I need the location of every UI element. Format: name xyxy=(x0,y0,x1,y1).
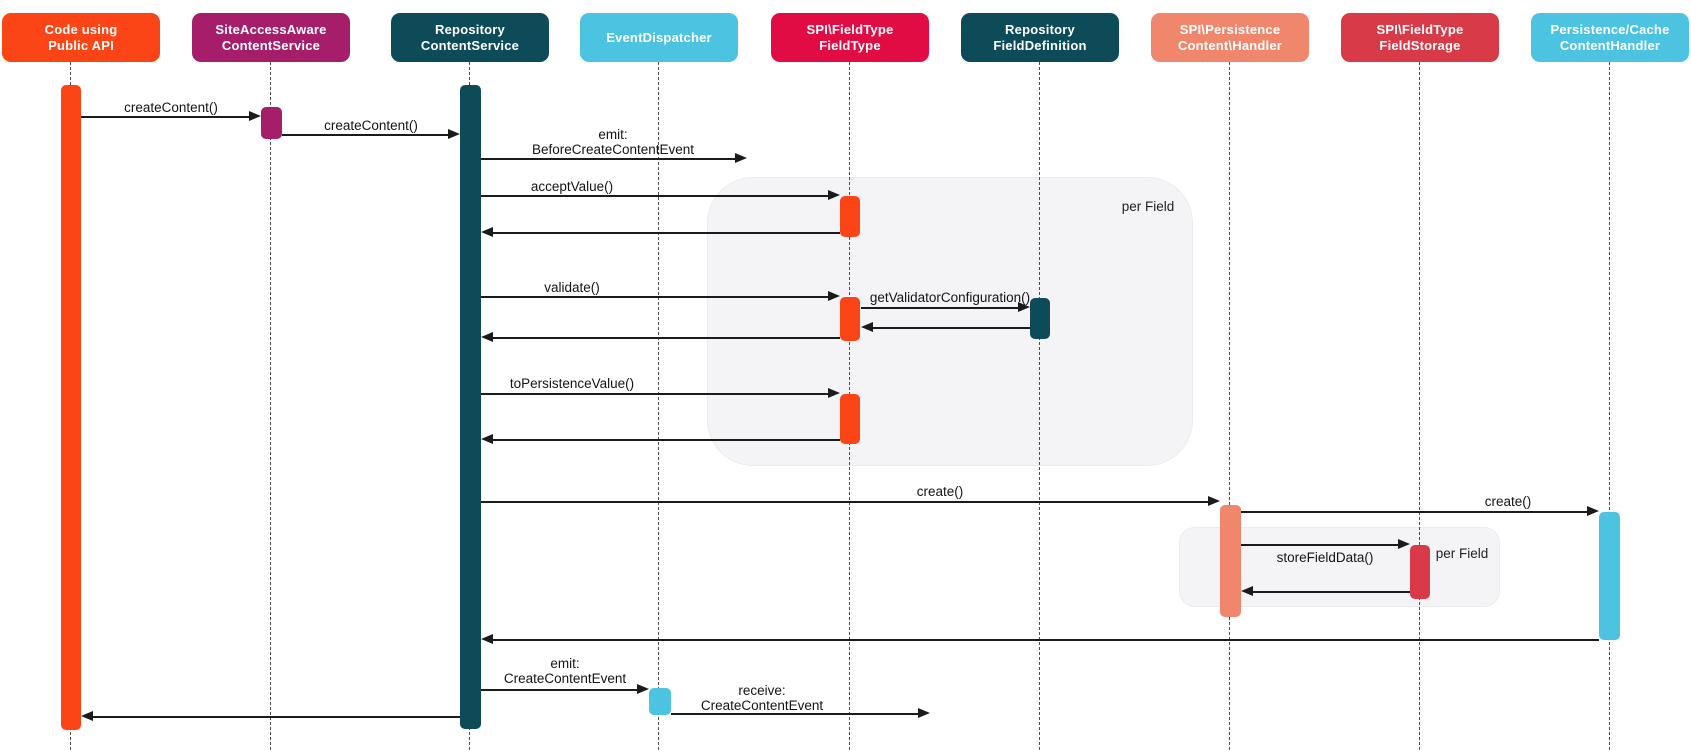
msg-createcontent-2-label: createContent() xyxy=(324,118,418,133)
msg-create-1-label: create() xyxy=(916,484,964,499)
msg-createcontent-1-arrowhead xyxy=(249,111,261,121)
msg-emit-createcontentevent-arrowhead xyxy=(637,684,649,694)
msg-topersistencevalue-arrowhead xyxy=(828,388,840,398)
act-fieldtype-acceptvalue xyxy=(840,196,860,237)
participant-spi-fieldtype-fieldstorage: SPI\FieldType FieldStorage xyxy=(1341,13,1499,62)
msg-return-create-arrowhead xyxy=(481,634,493,644)
msg-storefielddata-label: storeFieldData() xyxy=(1276,550,1374,565)
act-fieldstorage xyxy=(1410,545,1430,599)
participant-siteaccessaware-contentservice: SiteAccessAware ContentService xyxy=(192,13,350,62)
act-fielddefinition xyxy=(1030,298,1050,339)
msg-emit-createcontentevent-label: emit: CreateContentEvent xyxy=(503,656,627,686)
msg-return-final-arrowhead xyxy=(81,711,93,721)
msg-return-final-line xyxy=(91,716,460,718)
act-siteaccessaware xyxy=(261,107,282,139)
act-fieldtype-validate xyxy=(840,297,860,341)
msg-create-2-line xyxy=(1241,511,1589,513)
msg-emit-beforecreatecontentevent-label: emit: BeforeCreateContentEvent xyxy=(531,127,695,157)
msg-emit-createcontentevent-line xyxy=(481,689,639,691)
participant-repository-contentservice: Repository ContentService xyxy=(391,13,549,62)
participant-persistence-cache-contenthandler: Persistence/Cache ContentHandler xyxy=(1531,13,1689,62)
msg-createcontent-2-arrowhead xyxy=(448,129,460,139)
participant-spi-fieldtype-fieldtype: SPI\FieldType FieldType xyxy=(771,13,929,62)
msg-return-validate-arrowhead xyxy=(481,332,493,342)
msg-topersistencevalue-label: toPersistenceValue() xyxy=(509,376,635,391)
msg-storefielddata-arrowhead xyxy=(1398,539,1410,549)
act-public-api xyxy=(61,85,81,730)
msg-acceptvalue-label: acceptValue() xyxy=(530,179,614,194)
lifeline-spi-persistence-content-handler xyxy=(1229,62,1230,750)
msg-acceptvalue-arrowhead xyxy=(828,190,840,200)
msg-return-create-line xyxy=(491,639,1599,641)
act-eventdispatcher xyxy=(649,688,671,715)
msg-return-getvalidatorconfiguration-line xyxy=(871,327,1030,329)
msg-validate-label: validate() xyxy=(544,280,600,295)
act-content-handler xyxy=(1220,505,1241,617)
msg-return-getvalidatorconfiguration-arrowhead xyxy=(861,322,873,332)
participant-repository-fielddefinition: Repository FieldDefinition xyxy=(961,13,1119,62)
msg-create-2-label: create() xyxy=(1484,494,1532,509)
lifeline-spi-fieldtype-fieldstorage xyxy=(1419,62,1420,750)
act-fieldtype-topersistencevalue xyxy=(840,394,860,444)
msg-acceptvalue-line xyxy=(481,195,830,197)
msg-return-acceptvalue-line xyxy=(491,232,840,234)
msg-create-2-arrowhead xyxy=(1587,506,1599,516)
msg-getvalidatorconfiguration-label: getValidatorConfiguration() xyxy=(869,290,1031,305)
lifeline-persistence-cache-contenthandler xyxy=(1609,62,1610,750)
act-persistence-cache xyxy=(1599,512,1620,640)
msg-return-validate-line xyxy=(491,337,840,339)
msg-return-storefielddata-arrowhead xyxy=(1241,586,1253,596)
msg-receive-createcontentevent-arrowhead xyxy=(918,708,930,718)
msg-receive-createcontentevent-line xyxy=(671,713,920,715)
msg-createcontent-1-line xyxy=(81,116,251,118)
msg-topersistencevalue-line xyxy=(481,393,830,395)
msg-create-1-line xyxy=(481,501,1210,503)
participant-code-using-public-api: Code using Public API xyxy=(2,13,160,62)
msg-return-acceptvalue-arrowhead xyxy=(481,227,493,237)
msg-validate-arrowhead xyxy=(828,291,840,301)
msg-return-topersistencevalue-line xyxy=(491,439,840,441)
participant-eventdispatcher: EventDispatcher xyxy=(580,13,738,62)
group-box-per-field-1 xyxy=(707,177,1193,466)
msg-createcontent-1-label: createContent() xyxy=(124,100,218,115)
msg-emit-beforecreatecontentevent-arrowhead xyxy=(735,153,747,163)
lifeline-eventdispatcher xyxy=(658,62,659,750)
msg-getvalidatorconfiguration-line xyxy=(861,307,1020,309)
msg-return-storefielddata-line xyxy=(1251,591,1410,593)
msg-create-1-arrowhead xyxy=(1208,496,1220,506)
lifeline-repository-fielddefinition xyxy=(1039,62,1040,750)
lifeline-siteaccessaware-contentservice xyxy=(270,62,271,750)
msg-emit-beforecreatecontentevent-line xyxy=(481,158,737,160)
msg-receive-createcontentevent-label: receive: CreateContentEvent xyxy=(700,683,824,713)
msg-storefielddata-line xyxy=(1241,544,1400,546)
group-label-per-field-2: per Field xyxy=(1435,546,1489,561)
msg-return-topersistencevalue-arrowhead xyxy=(481,434,493,444)
participant-spi-persistence-content-handler: SPI\Persistence Content\Handler xyxy=(1151,13,1309,62)
group-label-per-field-1: per Field xyxy=(1121,199,1175,214)
msg-validate-line xyxy=(481,296,830,298)
msg-createcontent-2-line xyxy=(282,134,450,136)
msg-getvalidatorconfiguration-arrowhead xyxy=(1018,302,1030,312)
act-repository-contentservice xyxy=(460,85,481,729)
